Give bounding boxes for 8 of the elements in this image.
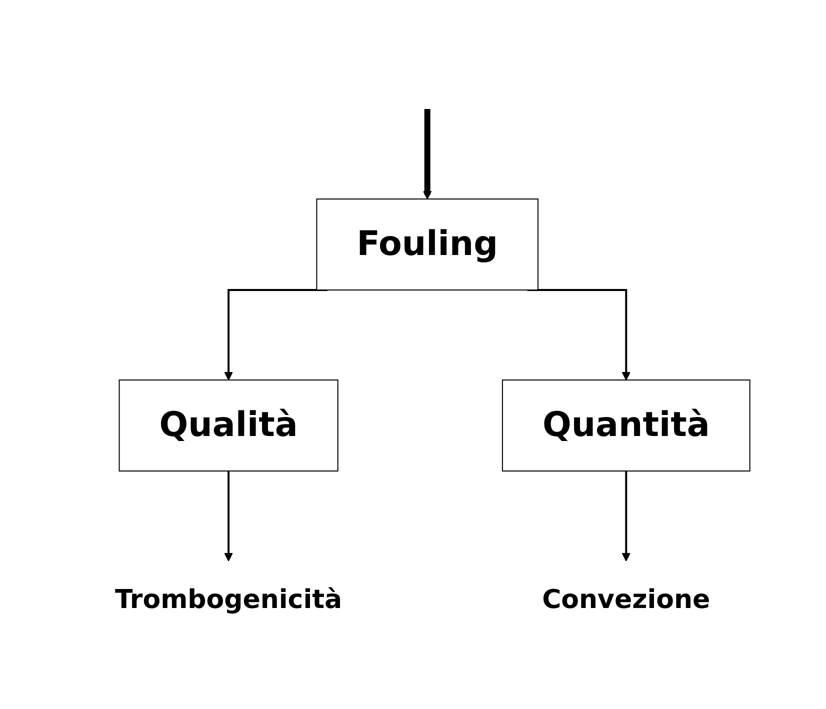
arrow: [423, 106, 432, 200]
node-box: Quantità: [502, 380, 751, 472]
node-box: Fouling: [316, 198, 539, 290]
arrow: [224, 470, 234, 562]
node-text: Convezione: [542, 585, 711, 615]
arrow: [622, 470, 631, 562]
node-text: Trombogenicità: [115, 585, 342, 615]
node-box: Qualità: [119, 380, 339, 472]
